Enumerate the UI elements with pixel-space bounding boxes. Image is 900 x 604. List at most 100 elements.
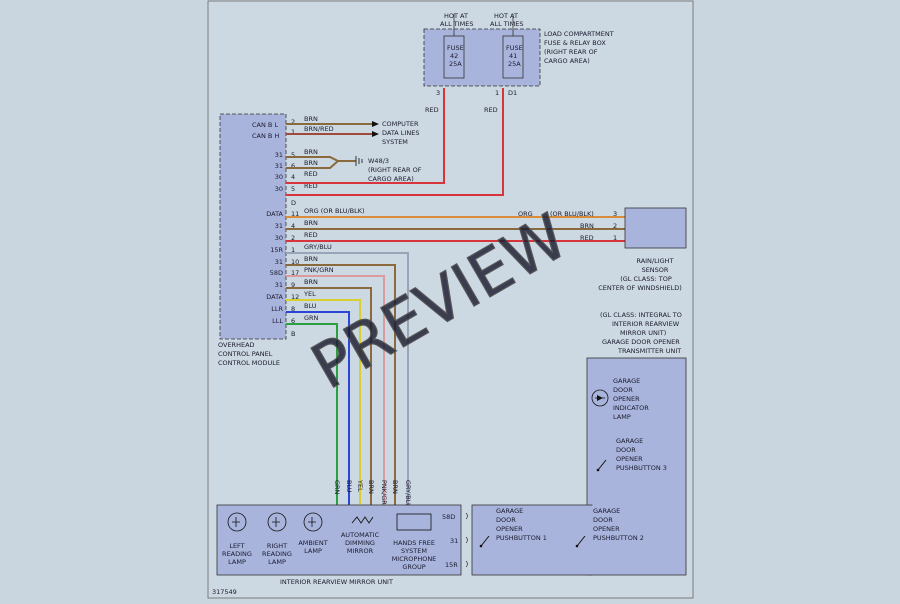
pushbutton-1-icon-dot: [479, 544, 483, 548]
sensor-label-line4: CENTER OF WINDSHIELD): [598, 284, 682, 292]
module-pin-name-12: 58D: [270, 269, 283, 277]
fuse-box-label-line2: FUSE & RELAY BOX: [544, 39, 606, 47]
gdo-note-line3: MIRROR UNIT): [620, 329, 666, 337]
right-lamp-line3: LAMP: [268, 558, 286, 566]
module-wire-label-1: BRN/RED: [304, 125, 334, 133]
left-lamp-line3: LAMP: [228, 558, 246, 566]
module-pin-number-15: 8: [291, 305, 295, 313]
interior-rearview-mirror-unit: LEFT READING LAMP RIGHT READING LAMP AMB…: [216, 504, 468, 586]
module-pin-name-4: 30: [275, 173, 283, 181]
hot-at-all-times-1-line1: HOT AT: [444, 12, 468, 20]
gdo-lamp-line1: GARAGE: [613, 377, 640, 385]
handsfree-line3: MICROPHONE: [392, 555, 437, 563]
gdo-pb3-line2: DOOR: [616, 446, 636, 454]
hot-at-all-times-2-line2: ALL TIMES: [490, 20, 523, 28]
fuse-pin-d1: D1: [508, 89, 517, 97]
fuse-wire-red-left: RED: [425, 106, 439, 114]
wire-pnk-grn: [286, 275, 385, 505]
fuse-42-line2: 42: [450, 52, 458, 60]
gdo-note-line5: TRANSMITTER UNIT: [617, 347, 681, 355]
module-pin-number-6: D: [291, 199, 296, 207]
sensor-pin-1: 1: [613, 234, 617, 242]
gdo-pb1-line3: OPENER: [496, 525, 523, 533]
mirror-vwire-label-5: BRN: [391, 480, 399, 494]
wire-blu: [286, 311, 350, 505]
gdo-pb3-line1: GARAGE: [616, 437, 643, 445]
right-reading-lamp-icon-mark: [272, 517, 280, 527]
sensor-label-line2: SENSOR: [642, 266, 669, 274]
module-wire-label-12: PNK/GRN: [304, 266, 334, 274]
gdo-note-line1: (GL CLASS: INTEGRAL TO: [600, 311, 682, 319]
gdo-box-join: [587, 505, 686, 575]
mirror-vwire-label-2: YEL: [356, 479, 364, 492]
module-pin-name-10: 15R: [270, 246, 283, 254]
fuse-pin-3: 3: [436, 89, 440, 97]
handsfree-line2: SYSTEM: [401, 547, 427, 555]
sensor-pin-2: 2: [613, 222, 617, 230]
wire-grn: [286, 323, 338, 505]
gdo-pb2-line3: OPENER: [593, 525, 620, 533]
module-wire-label-13: BRN: [304, 278, 318, 286]
ambient-lamp-icon-mark: [308, 517, 316, 527]
left-lamp-line2: READING: [222, 550, 252, 558]
module-pin-number-10: 1: [291, 246, 295, 254]
sensor-wire-brn: BRN: [580, 222, 594, 230]
mirror-vwire-label-1: BLU: [345, 480, 353, 493]
dimming-line2: DIMMING: [345, 539, 375, 547]
module-pin-number-3: 6: [291, 162, 295, 170]
gdo-lamp-line3: OPENER: [613, 395, 640, 403]
can-h-arrow: [372, 131, 379, 137]
module-pin-name-3: 31: [275, 162, 283, 170]
mirror-vwire-label-3: BRN: [367, 480, 375, 494]
sensor-wire-red: RED: [580, 234, 594, 242]
fuse-41-line2: 41: [509, 52, 517, 60]
sensor-wire-org-alt: (OR BLU/BLK): [550, 210, 594, 218]
hands-free-microphone-icon: [396, 513, 432, 531]
mirror-pin-58d: 58D: [442, 513, 455, 521]
wire-yel: [286, 299, 361, 505]
right-lamp-line1: RIGHT: [267, 542, 287, 550]
fuse-wire-red-right: RED: [484, 106, 498, 114]
left-lamp-line1: LEFT: [229, 542, 244, 550]
module-pin-name-11: 31: [275, 258, 283, 266]
module-pin-number-14: 12: [291, 293, 299, 301]
module-pin-number-5: 5: [291, 185, 295, 193]
module-pin-number-8: 4: [291, 222, 295, 230]
module-pin-number-7: 11: [291, 210, 299, 218]
fuse-box-label-line1: LOAD COMPARTMENT: [544, 30, 614, 38]
module-wire-label-7: ORG (OR BLU/BLK): [304, 207, 365, 215]
indicator-lamp-icon-diode: [597, 395, 603, 401]
module-label-line2: CONTROL PANEL: [218, 350, 273, 358]
gdo-pb2-line1: GARAGE: [593, 507, 620, 515]
module-pin-name-14: DATA: [266, 293, 283, 301]
gdo-note-line2: INTERIOR REARVIEW: [612, 320, 680, 328]
gdo-lamp-line5: LAMP: [613, 413, 631, 421]
fuse-42-line1: FUSE: [447, 44, 464, 52]
module-pin-number-13: 9: [291, 281, 295, 289]
module-pin-name-13: 31: [275, 281, 283, 289]
garage-door-opener-unit: (GL CLASS: INTEGRAL TO INTERIOR REARVIEW…: [471, 311, 687, 576]
module-pin-name-15: LLR: [271, 305, 283, 313]
left-reading-lamp-icon-mark: [232, 517, 240, 527]
sensor-wire-org: ORG: [518, 210, 533, 218]
can-l-arrow: [372, 121, 379, 127]
module-wire-label-10: GRY/BLU: [304, 243, 332, 251]
gdo-pb2-line4: PUSHBUTTON 2: [593, 534, 644, 542]
dimming-line3: MIRROR: [347, 547, 374, 555]
module-label-line1: OVERHEAD: [218, 341, 255, 349]
computer-label-line1: COMPUTER: [382, 120, 419, 128]
module-pin-name-5: 30: [275, 185, 283, 193]
wire-gry-blu: [286, 252, 409, 505]
gdo-pb3-line3: OPENER: [616, 455, 643, 463]
gdo-box-lower: [471, 504, 593, 576]
module-pin-number-17: B: [291, 330, 295, 338]
module-pin-name-9: 30: [275, 234, 283, 242]
wire-red-fuse41: [286, 88, 504, 196]
sensor-box: [624, 207, 687, 249]
mirror-pin-15r: 15R: [445, 561, 458, 569]
ground-label-line2: (RIGHT REAR OF: [368, 166, 422, 174]
wire-ground-5: [286, 156, 356, 162]
module-wire-label-8: BRN: [304, 219, 318, 227]
module-wire-label-15: BLU: [304, 302, 317, 310]
